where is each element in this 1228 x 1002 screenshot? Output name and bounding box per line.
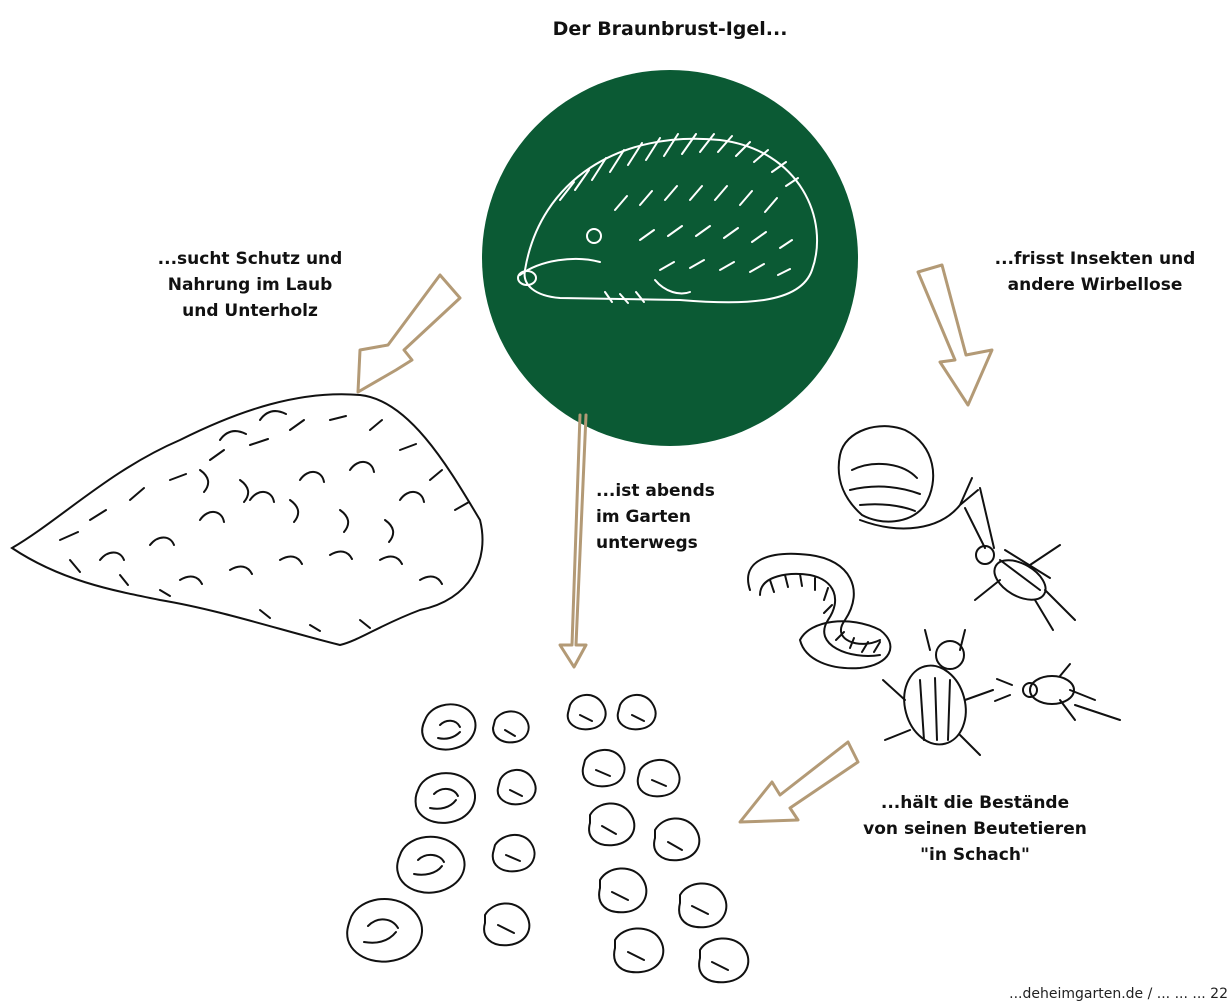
page-title: Der Braunbrust-Igel... [520,16,820,42]
caption-garden-line-1: ...ist abends [596,478,736,504]
caption-control-line-3: "in Schach" [850,842,1100,868]
caption-control: ...hält die Bestände von seinen Beutetie… [850,790,1100,868]
caption-eats: ...frisst Insekten und andere Wirbellose [965,246,1225,298]
caption-shelter-line-1: ...sucht Schutz und [140,246,360,272]
title-text: Der Braunbrust-Igel... [520,16,820,42]
arrow-to-lettuce [740,742,858,822]
caption-garden: ...ist abends im Garten unterwegs [596,478,736,556]
caption-shelter-line-3: und Unterholz [140,298,360,324]
caption-garden-line-2: im Garten [596,504,736,530]
arrow-to-leaves [358,275,460,392]
caption-control-line-1: ...hält die Bestände [850,790,1100,816]
caption-shelter-line-2: Nahrung im Laub [140,272,360,298]
leaf-pile-icon [12,394,483,645]
caption-eats-line-1: ...frisst Insekten und [965,246,1225,272]
caption-eats-line-2: andere Wirbellose [965,272,1225,298]
prey-icon [748,426,1120,755]
hedgehog-circle [482,70,858,446]
lettuce-bed-icon [347,695,748,982]
caption-garden-line-3: unterwegs [596,530,736,556]
arrow-to-garden [560,415,586,667]
caption-control-line-2: von seinen Beutetieren [850,816,1100,842]
caption-shelter: ...sucht Schutz und Nahrung im Laub und … [140,246,360,324]
